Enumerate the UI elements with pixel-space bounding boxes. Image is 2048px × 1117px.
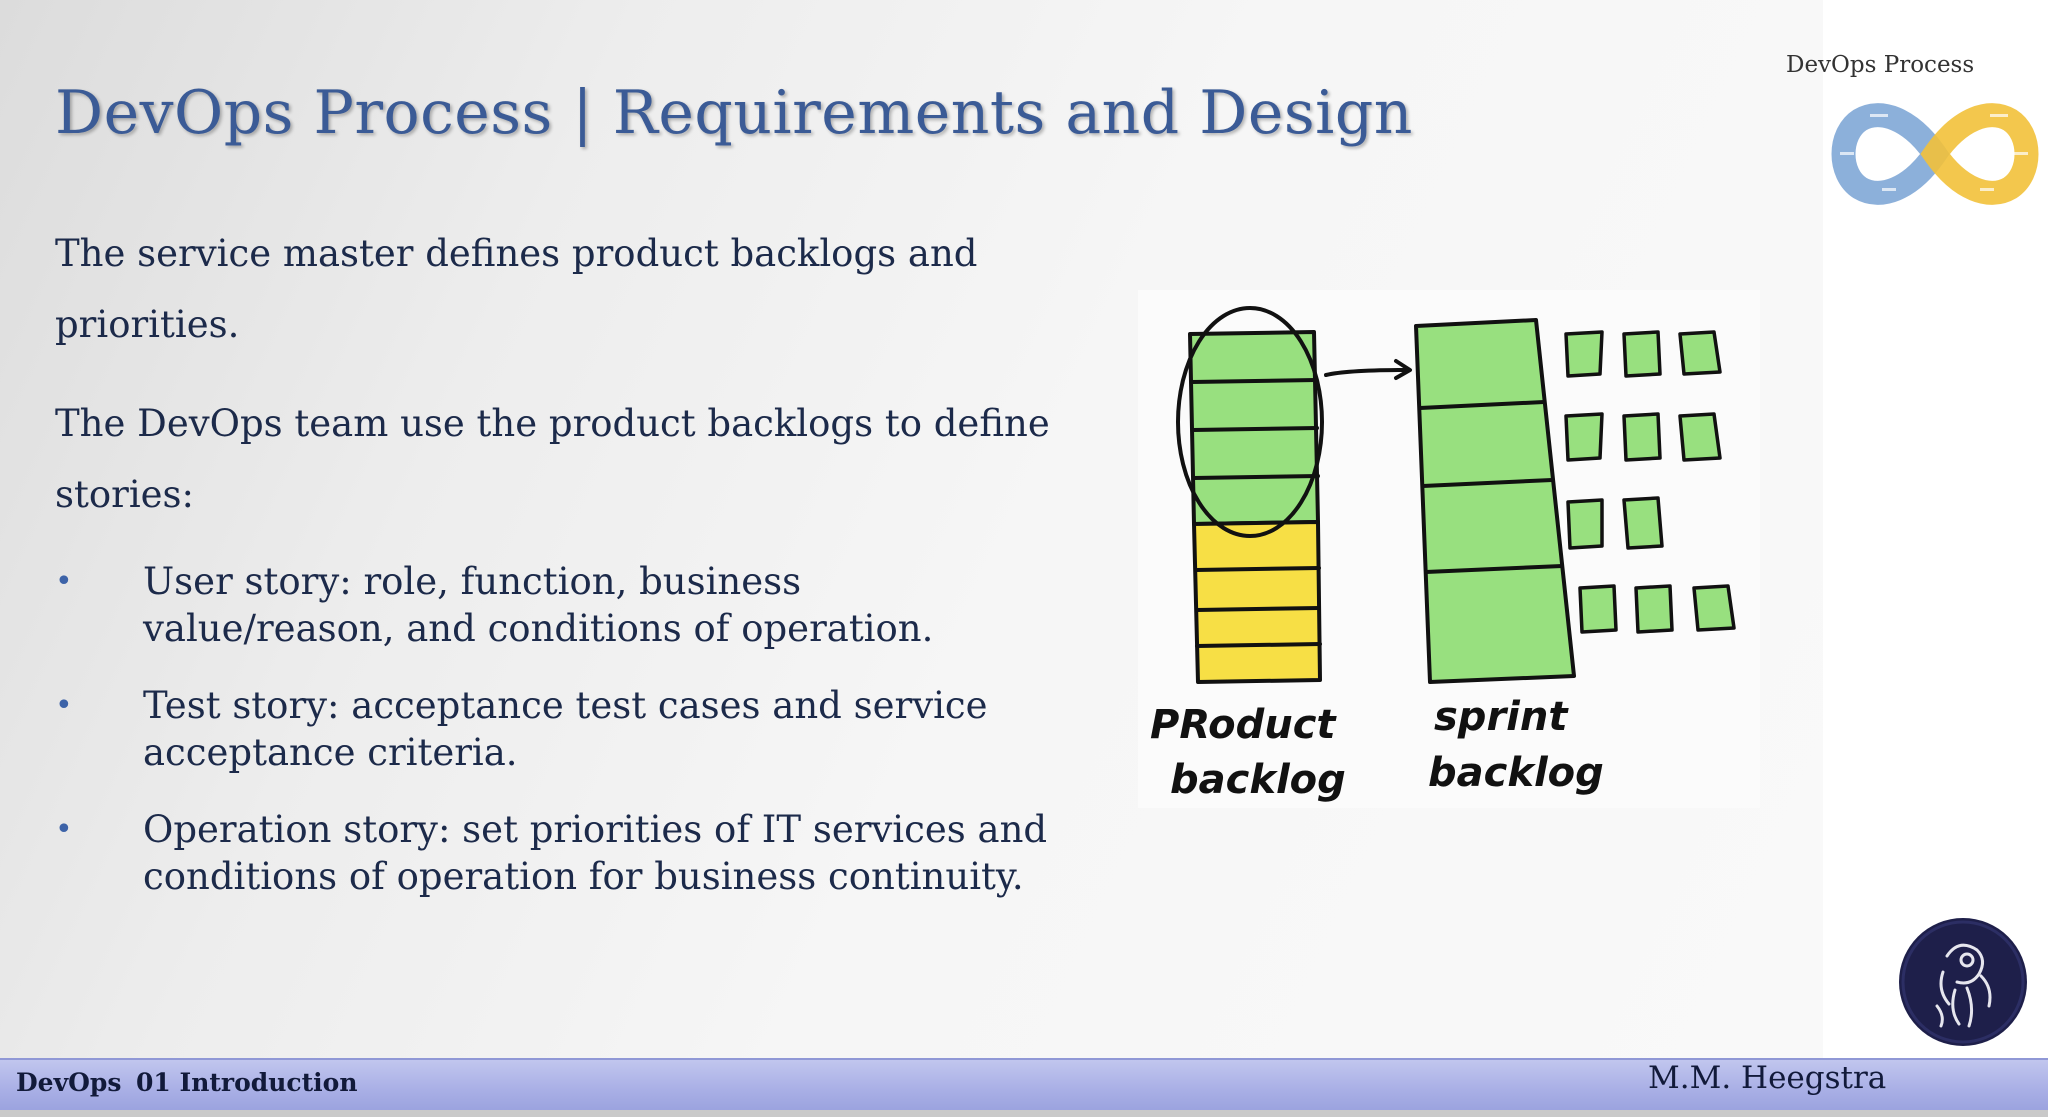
footer-bottom-strip [0, 1110, 2048, 1117]
selection-circle [1176, 306, 1324, 538]
sprint-backlog-label-line1: sprint [1434, 694, 1569, 740]
task-cards [1564, 330, 1736, 634]
paragraph-stories: The DevOps team use the product backlogs… [55, 402, 1050, 516]
list-item-operation-story: • Operation story: set priorities of IT … [55, 806, 1055, 900]
paragraph-backlogs: The service master defines product backl… [55, 232, 978, 346]
bullet-icon: • [55, 812, 73, 847]
slide-body: The service master defines product backl… [55, 218, 1055, 930]
bullet-text: User story: role, function, business val… [143, 560, 934, 650]
sprint-backlog-label-line2: backlog [1428, 750, 1604, 796]
list-item-user-story: • User story: role, function, business v… [55, 558, 1055, 652]
footer-author: M.M. Heegstra [1648, 1060, 1887, 1096]
bullet-icon: • [55, 564, 73, 599]
sprint-backlog-column [1414, 318, 1576, 684]
story-list: • User story: role, function, business v… [55, 558, 1055, 900]
sidebar-label: DevOps Process [1786, 52, 1975, 78]
bullet-text: Test story: acceptance test cases and se… [143, 684, 988, 774]
product-backlog-row-lines [1190, 378, 1322, 648]
emblem-badge-icon [1899, 918, 2027, 1046]
sprint-backlog-row-lines [1418, 400, 1564, 574]
footer-course: DevOps [16, 1068, 122, 1097]
product-backlog-yellow-rows [1192, 520, 1322, 684]
list-item-test-story: • Test story: acceptance test cases and … [55, 682, 1055, 776]
footer-bar [0, 1058, 2048, 1112]
bullet-text: Operation story: set priorities of IT se… [143, 808, 1048, 898]
slide-title: DevOps Process | Requirements and Design [55, 78, 1413, 148]
bullet-icon: • [55, 688, 73, 723]
arrow [1324, 359, 1412, 380]
product-backlog-label-line1: PRoduct [1150, 702, 1337, 748]
product-backlog-label-line2: backlog [1170, 757, 1346, 803]
backlog-illustration: PRoduct backlog sprint backlog [1138, 290, 1760, 808]
footer-chapter: 01 Introduction [136, 1068, 358, 1097]
devops-infinity-icon [1831, 103, 2039, 205]
